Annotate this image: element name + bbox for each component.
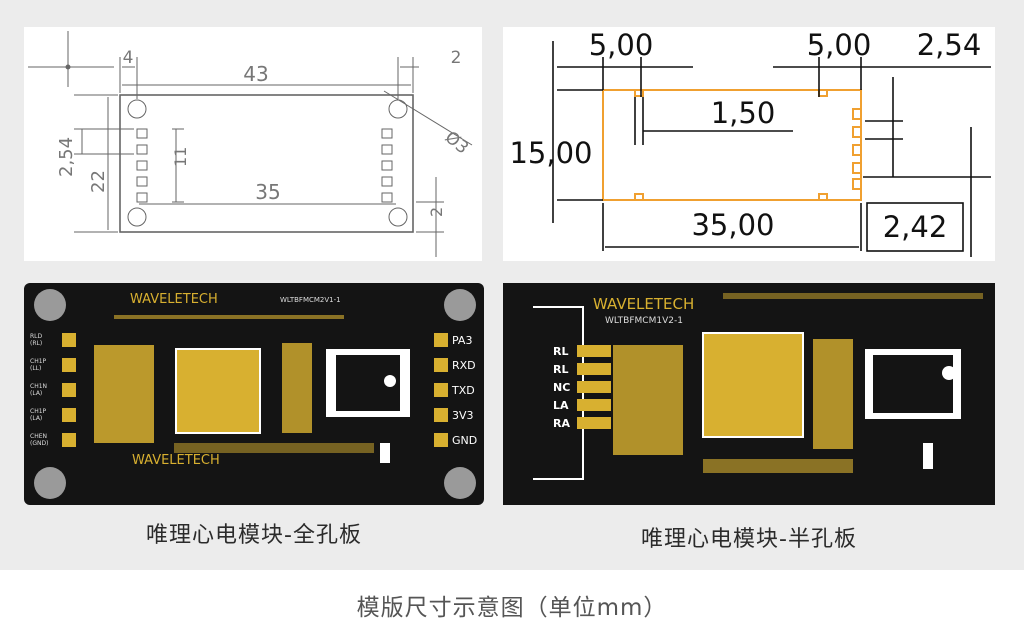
mounting-hole [444,289,476,321]
pin-3: NC [553,381,570,394]
mounting-hole [34,289,66,321]
left-pin-1-name: RLD [30,333,43,340]
half-hole-dimension-drawing: 5,00 5,00 2,54 1,50 15,00 35,00 2,42 [503,27,995,261]
board-brand: WAVELETECH [593,295,694,313]
mounting-hole [127,99,147,119]
dim-width-43: 43 [243,62,268,86]
dim-height-22: 22 [88,170,109,193]
left-pin-1-sub: (RL) [30,340,42,347]
dim-top-left: 5,00 [589,28,654,62]
half-hole-board-svg: WAVELETECH WLTBFMCM1V2-1 RL RL NC LA RA [533,293,983,480]
mounting-hole [388,207,408,227]
board-model: WLTBFMCM1V2-1 [605,316,683,326]
left-pin-4-sub: (LA) [30,415,42,422]
full-hole-drawing-svg: 43 4 2 Ø3 2,54 22 11 2 35 [28,31,473,257]
full-hole-dimension-drawing: 43 4 2 Ø3 2,54 22 11 2 35 [24,27,482,261]
right-pin-1: PA3 [452,334,472,347]
pin-1: RL [553,345,568,358]
left-pin-5-name: CHEN [30,433,47,440]
board-outline [119,94,414,233]
dim-pad-width: 1,50 [711,96,776,130]
half-hole-drawing-svg: 5,00 5,00 2,54 1,50 15,00 35,00 2,42 [509,28,991,257]
left-pin-2-name: CH1P [30,358,47,365]
right-pin-2: RXD [452,359,476,372]
full-hole-caption: 唯理心电模块-全孔板 [146,523,362,548]
mounting-hole [444,467,476,499]
main-chip [702,332,804,438]
dim-hole-span: 35 [255,180,280,204]
mounting-hole [34,467,66,499]
pin-2: RL [553,363,568,376]
right-pin-5: GND [452,434,477,447]
figure-panel: 43 4 2 Ø3 2,54 22 11 2 35 [0,0,1024,570]
board-brand: WAVELETECH [130,292,218,307]
pin-4: LA [553,399,569,412]
left-pin-5-sub: (GND) [30,440,48,447]
full-hole-board-svg: WAVELETECH WLTBFMCM2V1-1 WAVELETECH RLD … [30,289,477,499]
figure-caption: 模版尺寸示意图（单位mm） [356,595,668,621]
right-pin-4: 3V3 [452,409,474,422]
main-chip [175,348,261,434]
full-hole-board-photo: WAVELETECH WLTBFMCM2V1-1 WAVELETECH RLD … [24,283,484,505]
half-hole-board-photo: WAVELETECH WLTBFMCM1V2-1 RL RL NC LA RA [503,283,995,505]
half-hole-caption: 唯理心电模块-半孔板 [641,527,857,552]
dim-pitch: 2,54 [56,137,77,177]
dim-hole-diameter: Ø3 [441,128,472,159]
left-pin-4-name: CH1P [30,408,47,415]
pin-5: RA [553,417,570,430]
dim-pin-span: 11 [171,147,190,167]
board-brand-bottom: WAVELETECH [132,453,220,468]
left-pin-2-sub: (LL) [30,365,41,372]
dim-pitch: 2,54 [917,28,982,62]
dim-top-right: 5,00 [807,28,872,62]
board-model: WLTBFMCM2V1-1 [280,296,341,304]
dim-pad-offset: 2 [427,207,446,217]
right-pin-3: TXD [451,384,475,397]
dim-width: 35,00 [691,208,774,242]
left-pin-3-sub: (LA) [30,390,42,397]
left-pin-3-name: CH1N [30,383,47,390]
mounting-hole [127,207,147,227]
dim-hole-inset-right: 2 [451,48,462,68]
dim-hole-inset: 4 [123,48,134,68]
dim-height: 15,00 [509,136,592,170]
mounting-hole [388,99,408,119]
dim-bottom-right: 2,42 [883,210,948,244]
